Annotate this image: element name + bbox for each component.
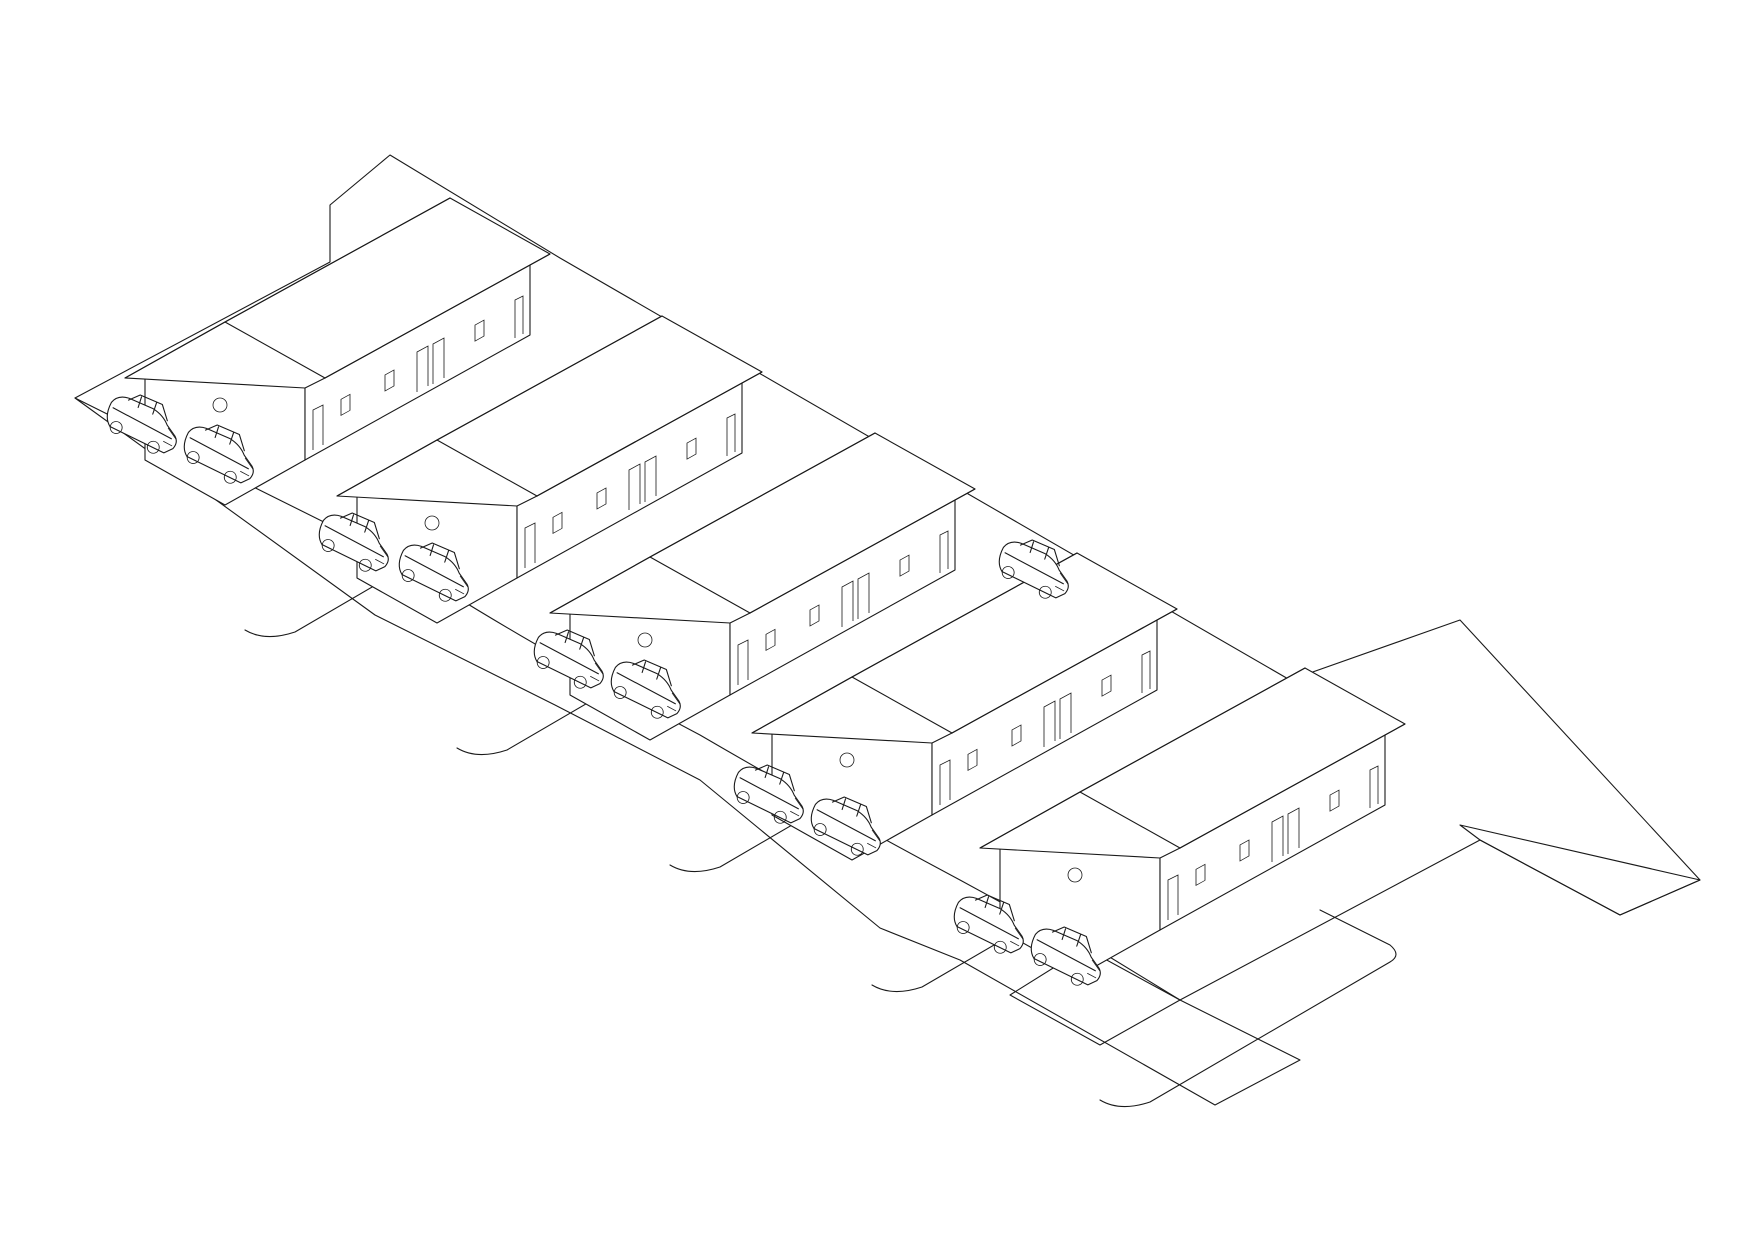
driveway-strip — [1009, 944, 1181, 1046]
rear-strip — [1459, 824, 1701, 916]
